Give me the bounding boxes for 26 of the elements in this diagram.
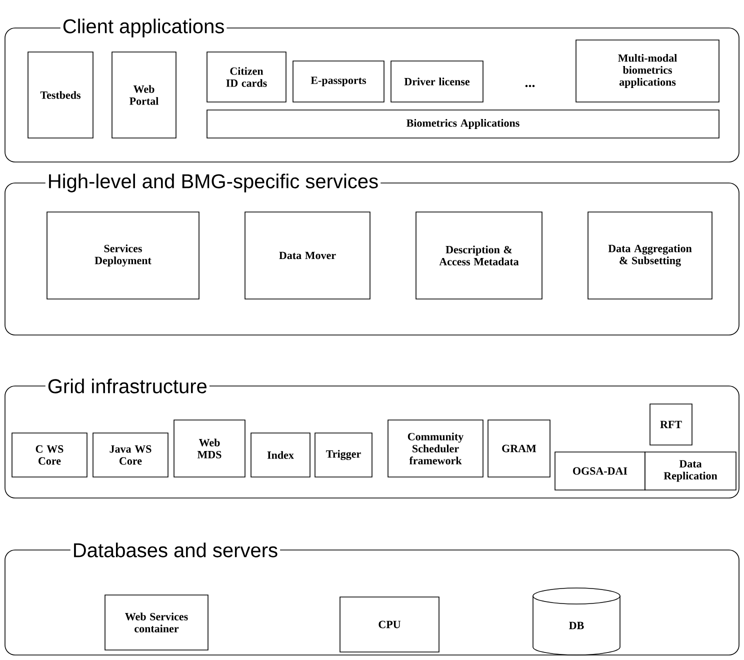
database-cylinder: DB <box>532 588 620 656</box>
component-box: Description & Access Metadata <box>416 212 542 300</box>
component-box: Driver license <box>390 60 484 102</box>
ellipsis-label: ... <box>525 84 535 88</box>
component-box: Web MDS <box>174 420 246 478</box>
component-box: Data Mover <box>244 212 370 300</box>
component-box: Community Scheduler framework <box>388 420 484 478</box>
component-box: Multi-modal biometrics applications <box>576 40 720 102</box>
component-box: GRAM <box>488 420 550 478</box>
component-box: Biometrics Applications <box>206 110 720 138</box>
component-box: RFT <box>650 404 692 446</box>
component-box: Data Aggregation & Subsetting <box>588 212 712 300</box>
component-box: Citizen ID cards <box>206 52 286 102</box>
component-box: CPU <box>340 596 440 652</box>
component-box: Services Deployment <box>46 212 200 300</box>
component-box: Trigger <box>314 432 372 478</box>
component-box: Web Services container <box>104 594 208 650</box>
node-label: DB <box>569 622 584 630</box>
component-box: Index <box>250 432 310 478</box>
component-box: C WS Core <box>12 432 88 478</box>
component-box: OGSA-DAI <box>554 452 646 490</box>
component-box: Web Portal <box>112 52 176 138</box>
component-box: Data Replication <box>644 452 736 490</box>
component-box: Testbeds <box>28 52 94 138</box>
component-box: E-passports <box>292 60 384 102</box>
component-box: Java WS Core <box>92 432 168 478</box>
